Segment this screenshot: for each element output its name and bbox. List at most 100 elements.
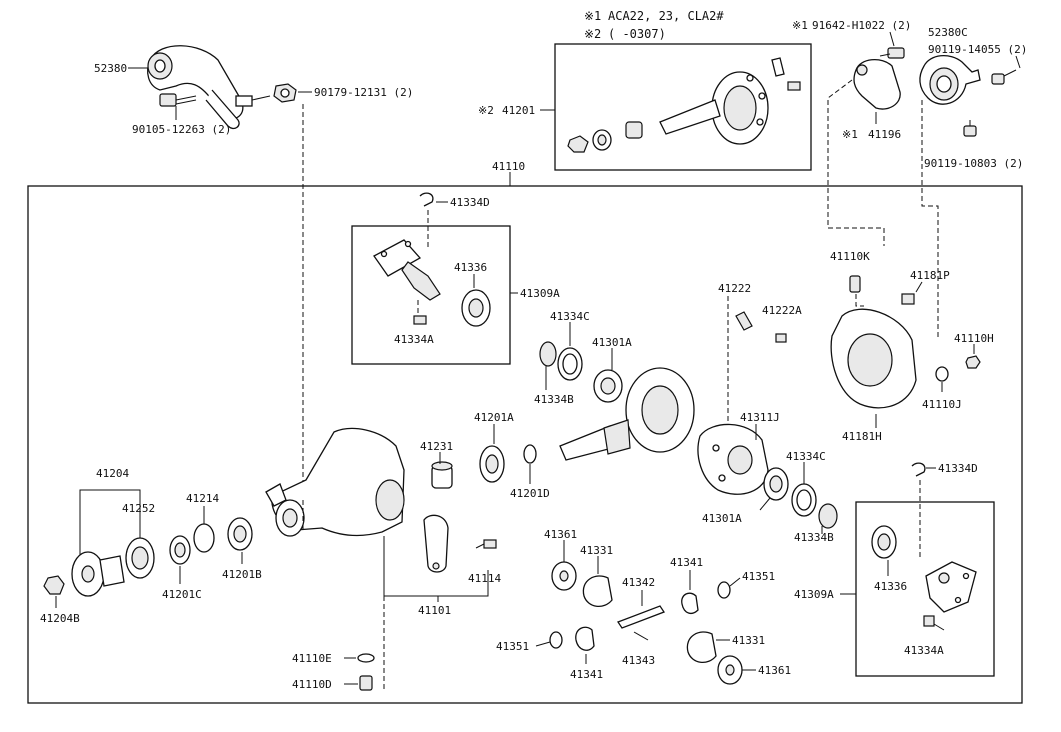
plug-41110K bbox=[849, 275, 861, 293]
label-41331-lower: 41331 bbox=[732, 634, 765, 647]
label-41331-upper: 41331 bbox=[580, 544, 613, 557]
label-41201D: 41201D bbox=[510, 487, 550, 500]
bearing-41301A-upper bbox=[593, 369, 623, 403]
washer-41361-upper bbox=[551, 561, 577, 591]
nut-41110H bbox=[965, 355, 981, 369]
label-41201: 41201 bbox=[502, 104, 535, 117]
label-41214: 41214 bbox=[186, 492, 219, 505]
diff-case-41311J bbox=[697, 423, 769, 495]
ring-gear-pinion bbox=[559, 367, 695, 461]
label-41252: 41252 bbox=[122, 502, 155, 515]
bolt-90119-14055 bbox=[991, 69, 1017, 85]
note-2-mark: ※2 bbox=[584, 27, 601, 41]
mount-52380C bbox=[919, 55, 981, 105]
bolt-41114 bbox=[475, 539, 497, 549]
label-41334B-upper: 41334B bbox=[534, 393, 574, 406]
rear-cover-41181H bbox=[830, 308, 917, 409]
bearing-41201A bbox=[479, 445, 505, 483]
bolt-box bbox=[771, 57, 801, 91]
bolt-90119-10803 bbox=[963, 120, 977, 137]
washer-41361-lower bbox=[717, 655, 743, 685]
pinion-41341-upper bbox=[681, 592, 699, 615]
spacer-41231 bbox=[431, 461, 453, 489]
label-41201C: 41201C bbox=[162, 588, 202, 601]
label-91642-H1022: 91642-H1022 (2) bbox=[812, 19, 911, 32]
label-41311J: 41311J bbox=[740, 411, 780, 424]
side-gear-41331-lower bbox=[686, 631, 717, 663]
clip-41334D-lower bbox=[911, 462, 926, 477]
bolt-41334A-lower bbox=[923, 615, 945, 631]
label-52380: 52380 bbox=[94, 62, 127, 75]
box-41309A-lower bbox=[855, 501, 995, 677]
label-90119-14055: 90119-14055 (2) bbox=[928, 43, 1027, 56]
label-41110D: 41110D bbox=[292, 678, 332, 691]
carrier-41101 bbox=[265, 427, 405, 537]
cap-41101 bbox=[423, 514, 449, 573]
label-90105-12263: 90105-12263 (2) bbox=[132, 123, 231, 136]
label-41343: 41343 bbox=[622, 654, 655, 667]
box-41309A-upper bbox=[351, 225, 511, 365]
label-41341-lower: 41341 bbox=[570, 668, 603, 681]
pin-41343 bbox=[633, 631, 649, 641]
washer-41351-right bbox=[717, 581, 731, 599]
bolt-41222A bbox=[775, 333, 787, 343]
label-41334A-lower: 41334A bbox=[904, 644, 944, 657]
label-90179-12131: 90179-12131 (2) bbox=[314, 86, 413, 99]
label-41341-upper: 41341 bbox=[670, 556, 703, 569]
side-gear-shaft-upper bbox=[373, 239, 441, 301]
spacer-41334C-upper bbox=[557, 347, 583, 381]
label-41101: 41101 bbox=[418, 604, 451, 617]
oil-seal-41336-upper bbox=[461, 289, 491, 327]
shim-41334B-lower bbox=[818, 503, 838, 529]
bearing-41301A-lower bbox=[763, 467, 789, 501]
nut-90179 bbox=[273, 83, 297, 103]
pinion-bearing-box bbox=[567, 121, 643, 153]
label-41336-upper: 41336 bbox=[454, 261, 487, 274]
label-41222A: 41222A bbox=[762, 304, 802, 317]
bolt-sleeve bbox=[235, 95, 271, 107]
nut-41204B bbox=[43, 575, 65, 595]
bolt-41334A-upper bbox=[413, 315, 427, 325]
bolt-41181P bbox=[901, 293, 915, 305]
note-1-mark: ※1 bbox=[584, 9, 601, 23]
oil-seal-41252 bbox=[125, 537, 155, 579]
label-41196: 41196 bbox=[868, 128, 901, 141]
clip-41334D-upper bbox=[419, 192, 434, 207]
label-90119-10803: 90119-10803 (2) bbox=[924, 157, 1023, 170]
label-41334C-upper: 41334C bbox=[550, 310, 590, 323]
label-41201A: 41201A bbox=[474, 411, 514, 424]
label-52380C: 52380C bbox=[928, 26, 968, 39]
breather-41222 bbox=[735, 311, 753, 331]
label-41196-mark: ※1 bbox=[842, 128, 858, 141]
flange-41204 bbox=[71, 551, 125, 597]
label-41301A-lower: 41301A bbox=[702, 512, 742, 525]
plug-41110D bbox=[359, 675, 373, 691]
label-41231: 41231 bbox=[420, 440, 453, 453]
spacer-41214 bbox=[193, 523, 215, 553]
spacer-41334C-lower bbox=[791, 483, 817, 517]
bolt-90105 bbox=[159, 93, 197, 107]
label-41181P: 41181P bbox=[910, 269, 950, 282]
label-41114: 41114 bbox=[468, 572, 501, 585]
pinion-41341-lower bbox=[575, 626, 595, 651]
label-41201-mark: ※2 bbox=[478, 104, 494, 117]
label-41334B-lower: 41334B bbox=[794, 531, 834, 544]
label-41110K: 41110K bbox=[830, 250, 870, 263]
side-gear-41331-upper bbox=[582, 575, 613, 607]
cover-41196 bbox=[853, 59, 901, 110]
gasket-41110E bbox=[357, 653, 375, 663]
note-1-text: ACA22, 23, CLA2# bbox=[608, 9, 724, 23]
drive-pinion-41201 bbox=[659, 71, 769, 145]
label-41110H: 41110H bbox=[954, 332, 994, 345]
bearing-41201C bbox=[169, 535, 191, 565]
oil-seal-41336-lower bbox=[871, 525, 897, 559]
label-41334D-lower: 41334D bbox=[938, 462, 978, 475]
washer-41110J bbox=[935, 366, 949, 382]
label-41334A-upper: 41334A bbox=[394, 333, 434, 346]
label-41334C-lower: 41334C bbox=[786, 450, 826, 463]
label-41361-lower: 41361 bbox=[758, 664, 791, 677]
label-41334D-upper: 41334D bbox=[450, 196, 490, 209]
label-41351-left: 41351 bbox=[496, 640, 529, 653]
label-41110J: 41110J bbox=[922, 398, 962, 411]
label-41301A-upper: 41301A bbox=[592, 336, 632, 349]
